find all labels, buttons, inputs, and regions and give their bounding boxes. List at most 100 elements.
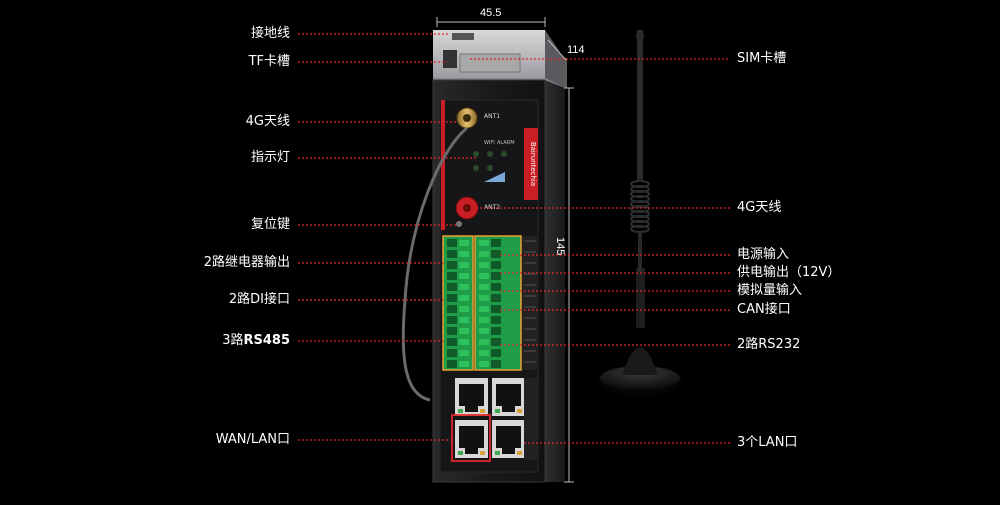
ethernet-port-led xyxy=(495,451,500,455)
terminal-block-right xyxy=(474,235,522,371)
terminal-slot xyxy=(491,294,501,302)
terminal-slot xyxy=(491,283,501,291)
ethernet-port-led xyxy=(480,451,485,455)
terminal-slot xyxy=(447,327,457,335)
terminal-screw xyxy=(479,317,489,323)
terminal-screw xyxy=(479,328,489,334)
terminal-slot xyxy=(447,250,457,258)
sim-card-slot xyxy=(459,53,521,73)
terminal-screw xyxy=(459,273,469,279)
label-power-input: 电源输入 xyxy=(737,247,790,262)
label-indicator: 指示灯 xyxy=(250,150,290,165)
terminal-screw xyxy=(459,284,469,290)
terminal-slot xyxy=(447,349,457,357)
terminal-slot xyxy=(491,327,501,335)
terminal-screw xyxy=(479,295,489,301)
terminal-screw xyxy=(479,273,489,279)
terminal-block-left xyxy=(442,235,474,371)
terminal-slot xyxy=(447,305,457,313)
terminal-screw xyxy=(459,339,469,345)
terminal-screw xyxy=(459,262,469,268)
ethernet-port-socket xyxy=(459,426,484,448)
ethernet-port-tab xyxy=(465,406,478,412)
wan-port-highlight xyxy=(451,414,491,462)
ethernet-port-led xyxy=(458,409,463,413)
ethernet-port-led xyxy=(517,409,522,413)
terminal-screw xyxy=(479,306,489,312)
ethernet-ports xyxy=(451,378,538,462)
label-wan-lan: WAN/LAN口 xyxy=(215,432,290,447)
terminal-slot xyxy=(447,294,457,302)
terminal-screw xyxy=(479,350,489,356)
label-reset: 复位键 xyxy=(250,217,290,232)
terminal-slot xyxy=(491,338,501,346)
label-rs232: 2路RS232 xyxy=(737,337,801,352)
leader-lines xyxy=(298,33,730,444)
terminal-blocks xyxy=(442,235,538,371)
terminal-screw xyxy=(479,251,489,257)
label-analog-input: 模拟量输入 xyxy=(737,283,803,298)
terminal-slot xyxy=(491,250,501,258)
terminal-screw xyxy=(459,251,469,257)
label-sim-slot: SIM卡槽 xyxy=(737,51,787,66)
ethernet-port-socket xyxy=(496,384,521,406)
ethernet-port-led xyxy=(495,409,500,413)
label-relay: 2路继电器输出 xyxy=(203,255,290,270)
terminal-slot xyxy=(491,305,501,313)
terminal-slot xyxy=(447,338,457,346)
external-4g-antenna xyxy=(598,30,682,395)
ethernet-port-tab xyxy=(502,448,515,454)
tf-card-slot xyxy=(443,50,457,68)
label-4g-antenna-left: 4G天线 xyxy=(245,114,290,129)
terminal-screw xyxy=(479,339,489,345)
terminal-slot xyxy=(491,239,501,247)
height-dimension: 145 xyxy=(554,237,566,256)
terminal-screw xyxy=(459,328,469,334)
label-3-lan: 3个LAN口 xyxy=(737,435,798,450)
terminal-screw xyxy=(459,361,469,367)
terminal-slot xyxy=(447,360,457,368)
antenna-coil-ring xyxy=(630,225,650,233)
ethernet-port-led xyxy=(480,409,485,413)
terminal-slot xyxy=(491,349,501,357)
terminal-screw xyxy=(459,295,469,301)
ant1-label: ANT1 xyxy=(484,113,500,120)
terminal-screw xyxy=(479,361,489,367)
terminal-screw xyxy=(459,350,469,356)
terminal-screw xyxy=(479,240,489,246)
label-4g-antenna-right: 4G天线 xyxy=(737,200,782,215)
label-rs485-bold: RS485 xyxy=(243,333,290,348)
dimension-lines xyxy=(436,17,574,483)
terminal-screw xyxy=(459,317,469,323)
label-ground: 接地线 xyxy=(250,26,290,41)
label-power-output: 供电输出（12V） xyxy=(737,265,841,280)
label-di: 2路DI接口 xyxy=(228,292,290,307)
terminal-screw xyxy=(479,284,489,290)
ground-screw xyxy=(452,33,474,40)
alarm-label: ALARM xyxy=(497,140,515,146)
terminal-slot xyxy=(491,360,501,368)
terminal-slot xyxy=(447,261,457,269)
ant1-connector: ANT1 xyxy=(456,107,500,129)
brand-strip xyxy=(524,128,538,200)
wifi-label: WIFI xyxy=(484,140,495,146)
depth-dimension: 114 xyxy=(567,44,585,56)
port-label-strip xyxy=(524,378,538,460)
ethernet-port-socket xyxy=(496,426,521,448)
terminal-screw xyxy=(459,306,469,312)
width-dimension: 45.5 xyxy=(480,7,502,19)
terminal-slot xyxy=(447,316,457,324)
label-tf-slot: TF卡槽 xyxy=(248,54,290,69)
terminal-slot xyxy=(491,272,501,280)
terminal-screw xyxy=(459,240,469,246)
ethernet-port-led xyxy=(458,451,463,455)
terminal-slot xyxy=(447,239,457,247)
terminal-slot xyxy=(491,316,501,324)
ethernet-port-tab xyxy=(465,448,478,454)
ethernet-port-tab xyxy=(502,406,515,412)
reset-button xyxy=(456,221,462,227)
device-top xyxy=(433,30,565,88)
terminal-slot xyxy=(447,283,457,291)
